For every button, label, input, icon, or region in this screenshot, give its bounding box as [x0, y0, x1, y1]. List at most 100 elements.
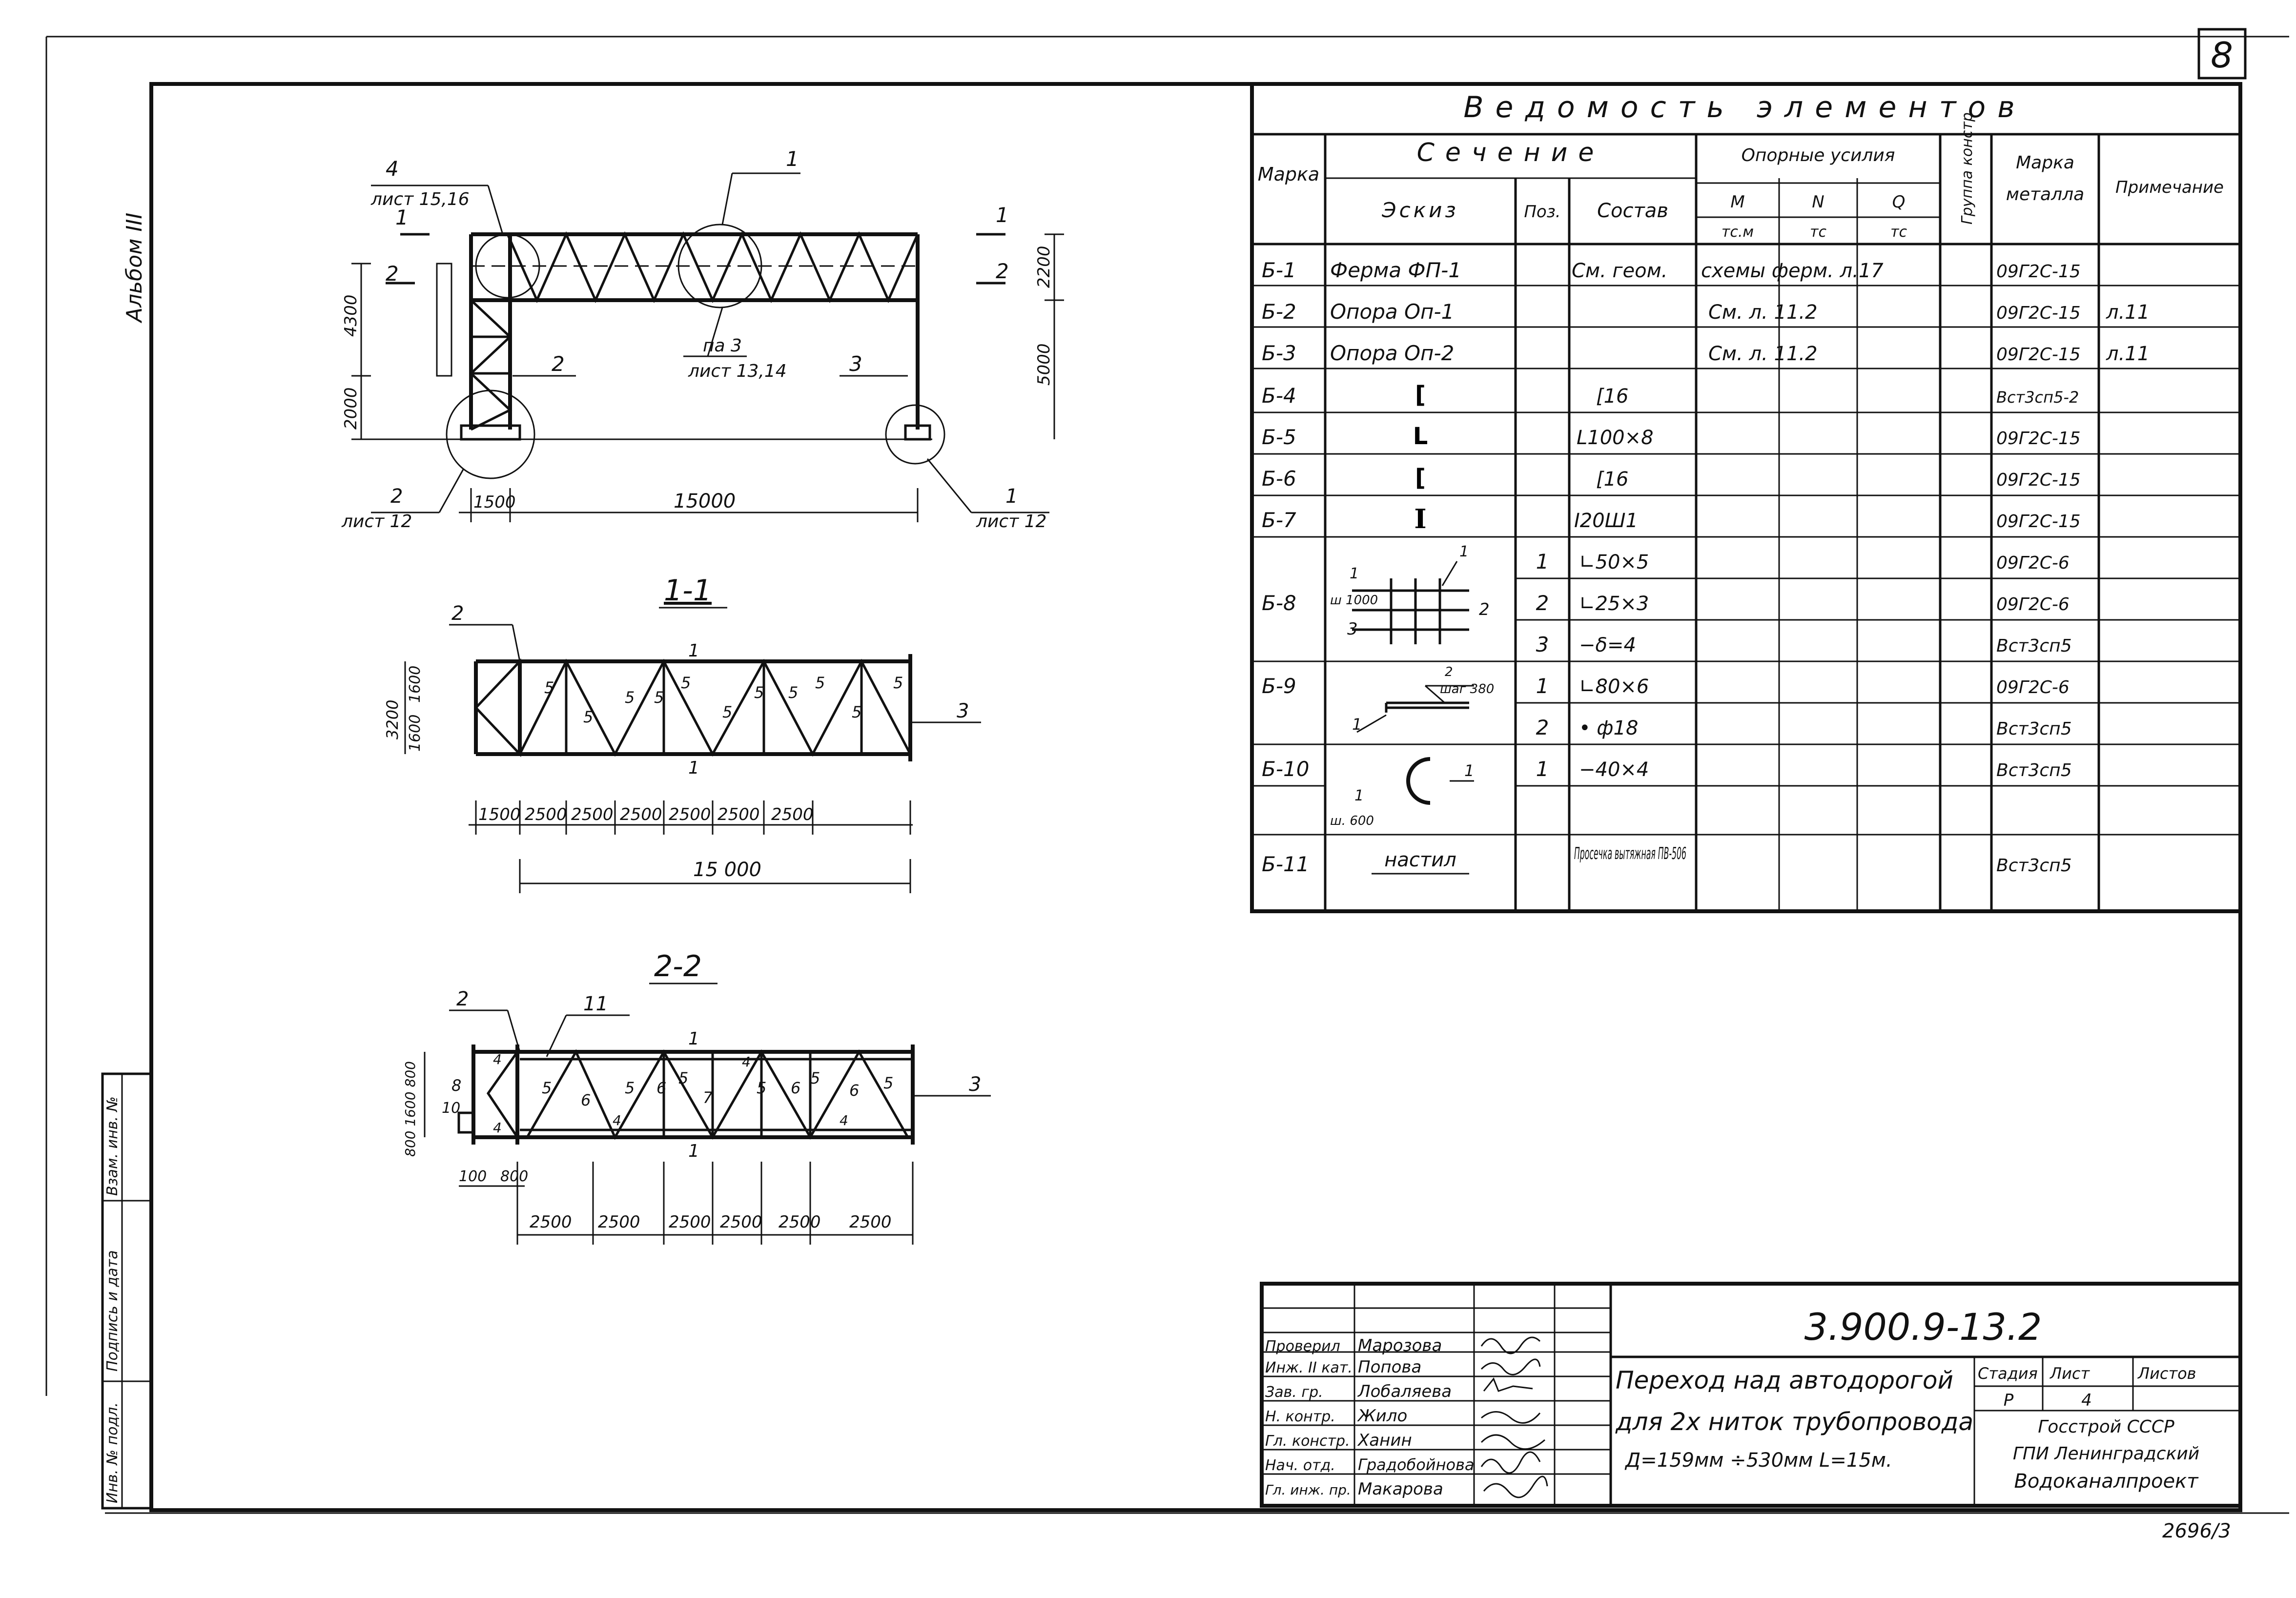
callout-4-sheet: лист 15,16: [370, 189, 470, 209]
callout-pa3: па 3: [703, 336, 742, 356]
b10-note-1b: 1: [1354, 787, 1364, 804]
sheet-number: 8: [2211, 35, 2233, 76]
head-m-top: М: [1730, 192, 1744, 212]
member-mark-5: 5: [654, 688, 664, 707]
dim-bottom: 2500: [598, 1212, 640, 1232]
member-mark-5: 5: [852, 703, 861, 721]
cell-mark: Б-8: [1262, 591, 1296, 615]
member-mark-5: 5: [788, 683, 798, 702]
stamp-name: Жило: [1357, 1406, 1407, 1426]
section-2-2-label-2: 2: [456, 988, 469, 1010]
stamp-name: Попова: [1358, 1357, 1421, 1377]
member-mark-4: 4: [742, 1054, 751, 1070]
dim-bottom: 2500: [530, 1212, 572, 1232]
stamp-listov-label: Листов: [2137, 1364, 2196, 1383]
head-q-bot: тс: [1890, 224, 1907, 241]
signature-scribble: [1480, 1451, 1541, 1474]
b8-note-2: 2: [1479, 600, 1490, 619]
section-1-1-label-3: 3: [957, 700, 969, 722]
section-2-2-label-10: 10: [442, 1100, 460, 1117]
member-mark-5: 5: [893, 674, 903, 692]
cell-note: л.11: [2106, 343, 2150, 365]
head-eskiz: Эскиз: [1381, 198, 1458, 222]
cell-pos: 2: [1536, 591, 1549, 615]
cell-sketch: Ферма ФП-1: [1330, 258, 1461, 282]
dim-100: 100: [459, 1168, 487, 1185]
cell-metal: Вст3сп5-2: [1996, 388, 2079, 407]
head-marka: Марка: [1258, 164, 1319, 185]
cell-mark: Б-1: [1262, 258, 1296, 282]
head-opornye: Опорные усилия: [1742, 145, 1895, 165]
b10-note-1: 1: [1464, 761, 1474, 780]
table-rows: Б-1 Ферма ФП-1 См. геом. схемы ферм. л.1…: [1262, 258, 2150, 876]
album-label: Альбом III: [122, 213, 147, 324]
cell-forces: схемы ферм. л.17: [1701, 260, 1884, 282]
section-1-1-title: 1-1: [664, 574, 712, 608]
member-mark-5: 5: [815, 674, 825, 692]
cell-metal: 09Г2С-15: [1996, 512, 2081, 532]
cell-comp: [16: [1596, 385, 1629, 408]
cell-mark: Б-4: [1262, 384, 1296, 408]
table-row: Б-3 Опора Оп-2 См. л. 11.2 09Г2С-15 л.11: [1262, 341, 2150, 365]
member-mark-5: 5: [625, 1079, 635, 1097]
section-2-2: 2-2 2 11 1 1 3 8 10 4 4 5 6 5 6 5 7: [402, 949, 991, 1245]
stamp-designation: 3.900.9-13.2: [1804, 1305, 2042, 1349]
cell-note: л.11: [2106, 301, 2150, 324]
member-mark-5: 5: [542, 1079, 552, 1097]
callout-4: 4: [386, 157, 399, 181]
member-mark-5: 5: [754, 683, 764, 702]
section-1-1: 1-1 3 2 1 1 5 5 5 5 5 5 5 5 5 5 5 3200 1…: [383, 574, 981, 893]
table-row: Б-2 Опора Оп-1 См. л. 11.2 09Г2С-15 л.11: [1262, 300, 2150, 324]
section-2-2-title: 2-2: [654, 949, 702, 983]
table-row: Б-8 2 ∟25×3 09Г2С-6: [1262, 591, 2070, 615]
stamp-title-line: для 2х ниток трубопровода: [1615, 1408, 1973, 1436]
cell-pos: 1: [1536, 550, 1549, 574]
cell-mark: Б-11: [1262, 852, 1309, 876]
member-mark-7: 7: [703, 1088, 713, 1107]
dim-1500: 1500: [473, 492, 516, 512]
cell-mark: Б-6: [1262, 467, 1296, 491]
dim-bottom: 2500: [669, 1212, 711, 1232]
dim-bottom: 2500: [718, 805, 760, 824]
dim-1600b: 1600: [407, 715, 424, 752]
head-m-bot: тс.м: [1722, 224, 1754, 241]
cell-sketch: Опора Оп-2: [1330, 341, 1454, 365]
b9-note-2: 2: [1445, 665, 1453, 679]
cell-comp: См. геом.: [1572, 260, 1668, 282]
dim-bottom: 2500: [779, 1212, 821, 1232]
head-sostav: Состав: [1597, 200, 1668, 222]
table-headers: Ведомость элементов Марка Сечение Эскиз …: [1258, 90, 2224, 241]
member-mark-5: 5: [625, 688, 635, 707]
elevation-view: 4 лист 15,16 1 па 3 лист 13,14 2 3 2 лис…: [341, 147, 1064, 532]
member-mark-5: 5: [681, 674, 691, 692]
member-mark-6: 6: [656, 1079, 666, 1097]
sketch-b9: 2 шаг 380 1: [1352, 665, 1494, 734]
head-sechenie: Сечение: [1417, 138, 1605, 167]
head-primechanie: Примечание: [2115, 178, 2224, 197]
dim-800: 800: [500, 1168, 528, 1185]
table-row: Б-9 1 ∟80×6 09Г2С-6: [1262, 674, 2070, 698]
cell-comp: −40×4: [1579, 758, 1649, 781]
side-stamp-inv: Взам. инв. №: [104, 1096, 121, 1196]
callout-3: 3: [849, 352, 862, 376]
member-mark-5: 5: [883, 1074, 893, 1092]
cell-metal: 09Г2С-15: [1996, 470, 2081, 490]
dim-bottom: 1500: [478, 805, 521, 824]
dim-3200: 3200: [383, 700, 402, 739]
member-mark-6: 6: [791, 1079, 800, 1097]
stamp-stadia-label: Стадия: [1978, 1364, 2038, 1383]
cell-mark: Б-3: [1262, 341, 1296, 365]
signature-scribble: [1483, 1377, 1533, 1392]
section-mark-2-left: 2: [386, 262, 399, 286]
stamp-title-line: Д=159мм ÷530мм L=15м.: [1624, 1449, 1892, 1472]
cell-sketch: I: [1414, 503, 1426, 534]
cell-comp: • ф18: [1579, 717, 1638, 739]
section-2-2-label-8: 8: [451, 1076, 461, 1095]
member-mark-5: 5: [544, 678, 554, 697]
dim-bottom: 2500: [771, 805, 814, 824]
callout-1: 1: [786, 147, 799, 171]
title-block: Проверил Инж. II кат. Зав. гр. Н. контр.…: [1260, 1282, 2242, 1508]
table-row: Б-1 Ферма ФП-1 См. геом. схемы ферм. л.1…: [1262, 258, 2081, 282]
b8-note-1: 1: [1459, 543, 1469, 560]
b8-note-1b: 1: [1350, 565, 1359, 582]
